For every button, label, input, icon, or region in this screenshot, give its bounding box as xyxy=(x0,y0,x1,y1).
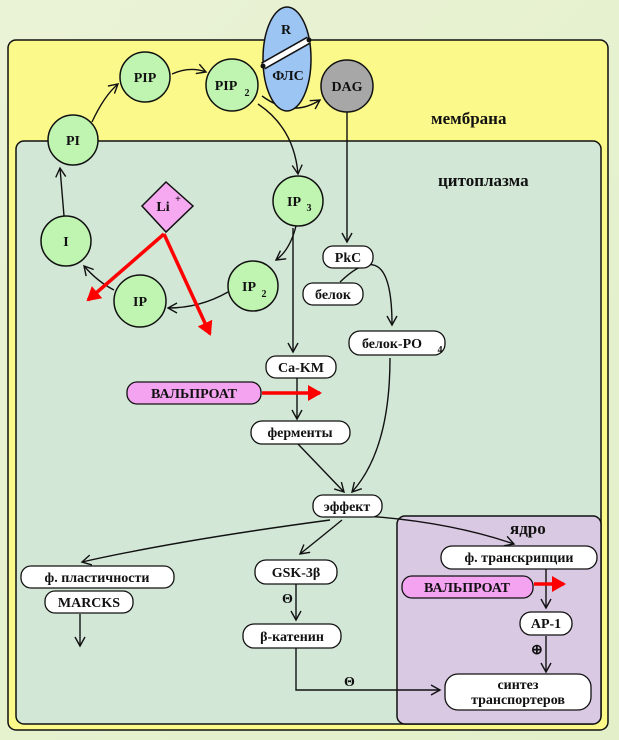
node-inositol-label: I xyxy=(63,235,68,250)
box-phosphoprotein-subscript: 4 xyxy=(438,345,443,356)
lithium-label: Li xyxy=(156,200,169,215)
box-effect: эффект xyxy=(312,494,383,518)
lithium-inhibit-arrow-2 xyxy=(162,233,213,336)
box-ca-km-label: Ca-KM xyxy=(278,361,324,376)
node-dag-label: DAG xyxy=(331,80,362,95)
node-pi: PI xyxy=(47,114,99,166)
arrow-effect-to-plasticity xyxy=(80,519,331,566)
lithium-diamond: Li + xyxy=(140,180,195,234)
box-enzymes: ферменты xyxy=(250,420,351,445)
box-marcks: MARCKS xyxy=(44,590,134,614)
arrow-pi-to-pip xyxy=(91,83,120,123)
node-ip3: IP 3 xyxy=(272,175,324,227)
box-synthesis-line2: транспортеров xyxy=(471,693,565,708)
node-pip-label: PIP xyxy=(134,71,157,86)
node-ip2-label: IP xyxy=(242,280,256,295)
node-ip-label: IP xyxy=(133,295,147,310)
box-synthesis-line1: синтез xyxy=(497,678,538,693)
cytoplasm-label: цитоплазма xyxy=(438,171,529,190)
box-protein-label: белок xyxy=(315,288,352,303)
valproate-label-2: ВАЛЬПРОАТ xyxy=(424,581,511,596)
box-transcription: ф. транскрипции xyxy=(440,545,598,570)
node-pi-label: PI xyxy=(66,134,80,149)
plc-label: ФЛС xyxy=(272,69,304,84)
box-effect-label: эффект xyxy=(324,500,371,515)
box-phosphoprotein-label: белок-PO xyxy=(362,337,422,352)
node-inositol: I xyxy=(40,215,92,267)
arrow-enzymes-to-effect xyxy=(297,443,345,494)
node-ip2: IP 2 xyxy=(227,260,279,312)
valproate-badge-1: ВАЛЬПРОАТ xyxy=(126,381,262,405)
box-pkc-label: PkC xyxy=(335,251,361,266)
arrow-protein-to-phosphoprotein xyxy=(339,263,398,327)
lithium-superscript: + xyxy=(175,194,181,205)
arrow-effect-to-transcription xyxy=(365,515,516,547)
box-beta-catenin-label: β-катенин xyxy=(260,630,324,645)
box-protein: белок xyxy=(302,282,364,306)
valproate-badge-2: ВАЛЬПРОАТ xyxy=(401,575,534,599)
node-dag: DAG xyxy=(320,59,374,113)
node-pip2-label: PIP xyxy=(215,79,238,94)
box-synthesis: синтез транспортеров xyxy=(444,673,592,711)
box-transcription-label: ф. транскрипции xyxy=(465,551,574,566)
box-plasticity-label: ф. пластичности xyxy=(45,571,150,586)
ap1-plus-sign: ⊕ xyxy=(531,643,543,658)
arrow-inositol-to-pi xyxy=(55,166,67,217)
gsk-inhibit-sign: Θ xyxy=(282,592,293,607)
box-gsk3b: GSK-3β xyxy=(254,559,338,585)
box-ap1-label: AP-1 xyxy=(531,617,561,632)
arrow-ip3-to-ip2 xyxy=(274,225,297,261)
receptor-plc: R ФЛС xyxy=(260,6,312,112)
box-phosphoprotein: белок-PO 4 xyxy=(348,330,446,356)
box-ca-km: Ca-KM xyxy=(265,355,337,379)
arrow-pip-to-pip2 xyxy=(171,63,208,75)
arrow-catenin-to-synthesis xyxy=(295,648,442,696)
node-ip2-subscript: 2 xyxy=(262,289,267,300)
arrow-effect-to-gsk3b xyxy=(298,519,343,555)
node-pip2-subscript: 2 xyxy=(245,88,250,99)
receptor-label: R xyxy=(281,23,292,38)
catenin-inhibit-sign: Θ xyxy=(344,675,355,690)
arrow-pip2-to-ip3 xyxy=(257,103,303,176)
box-plasticity: ф. пластичности xyxy=(20,565,175,589)
node-pip2: PIP 2 xyxy=(205,58,259,112)
node-pip: PIP xyxy=(119,51,171,103)
box-pkc: PkC xyxy=(322,245,374,269)
arrow-phosphoprotein-to-effect xyxy=(351,357,391,494)
nucleus-label: ядро xyxy=(510,519,546,538)
arrow-ip-to-inositol xyxy=(83,264,115,291)
box-marcks-label: MARCKS xyxy=(58,596,120,611)
node-ip: IP xyxy=(113,274,167,328)
box-beta-catenin: β-катенин xyxy=(242,623,342,649)
lithium-inhibit-arrow-1 xyxy=(86,232,166,302)
box-ap1: AP-1 xyxy=(519,611,573,636)
valproate-label-1: ВАЛЬПРОАТ xyxy=(151,387,238,402)
box-gsk3b-label: GSK-3β xyxy=(272,566,321,581)
arrow-ip2-to-ip xyxy=(166,291,229,314)
node-ip3-subscript: 3 xyxy=(307,203,312,214)
node-ip3-label: IP xyxy=(287,195,301,210)
box-enzymes-label: ферменты xyxy=(267,426,332,441)
membrane-label: мембрана xyxy=(431,109,507,128)
